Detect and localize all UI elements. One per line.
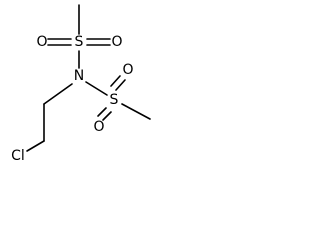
bonds <box>26 4 151 152</box>
bond-right-s-oxygen-bottom-b <box>102 111 112 121</box>
bond-nitrogen-ch2 <box>43 83 73 105</box>
atom-nitrogen: N <box>74 68 84 84</box>
atom-oxygen-right-bottom: O <box>93 119 104 135</box>
atom-sulfur-right: S <box>110 92 119 108</box>
atom-oxygen-right-top: O <box>122 62 133 78</box>
bond-right-s-oxygen-top-b <box>115 79 126 91</box>
bond-right-s-methyl <box>121 103 151 120</box>
atom-oxygen-top-right: O <box>111 34 122 50</box>
atom-oxygen-top-left: O <box>36 34 47 50</box>
bond-right-s-oxygen-bottom-a <box>97 107 107 117</box>
bond-ch2-chlorine <box>26 140 45 152</box>
structure-diagram: S O O N S O O Cl <box>11 4 151 164</box>
bond-right-s-oxygen-top-a <box>110 75 121 87</box>
atom-sulfur-top: S <box>75 34 84 50</box>
bond-nitrogen-right-s <box>85 81 108 96</box>
atom-labels: S O O N S O O Cl <box>11 34 133 164</box>
atom-chlorine: Cl <box>11 148 25 164</box>
molecule-canvas: S O O N S O O Cl <box>0 0 155 171</box>
